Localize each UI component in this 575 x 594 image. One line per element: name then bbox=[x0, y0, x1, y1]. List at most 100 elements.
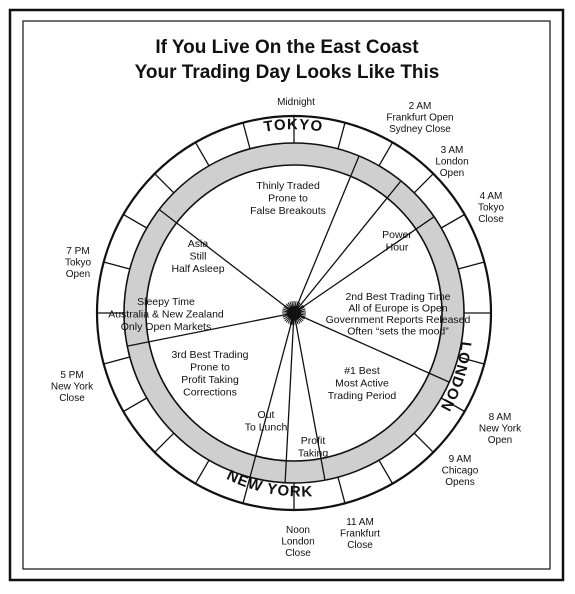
text-line: Out bbox=[258, 409, 275, 421]
gray-band bbox=[124, 143, 464, 483]
text-line: 2nd Best Trading Time bbox=[345, 291, 450, 303]
hour-tick bbox=[440, 397, 465, 413]
text-line: Hour bbox=[386, 242, 409, 254]
time-label-midnight: Midnight bbox=[277, 97, 315, 108]
outer-frame bbox=[8, 8, 565, 582]
hour-tick bbox=[103, 261, 130, 270]
hour-tick bbox=[413, 173, 434, 194]
wedge-spoke bbox=[293, 180, 402, 314]
wedge-spoke bbox=[249, 312, 295, 478]
text-line: Frankfurt bbox=[340, 529, 380, 540]
title-line-2: Your Trading Day Looks Like This bbox=[135, 62, 440, 83]
text-line: Sleepy Time bbox=[137, 296, 195, 308]
text-line: Prone to bbox=[190, 362, 230, 374]
center-dot bbox=[287, 306, 301, 320]
text-line: Most Active bbox=[335, 378, 389, 390]
text-line: Profit bbox=[301, 435, 326, 447]
text-line: Opens bbox=[445, 477, 474, 488]
text-line: False Breakouts bbox=[250, 205, 326, 217]
wedge-spoke bbox=[158, 208, 295, 314]
text-line: 4 AM bbox=[480, 191, 503, 202]
text-line: Open bbox=[66, 269, 90, 280]
hour-ticks bbox=[97, 116, 491, 510]
hour-tick bbox=[440, 213, 465, 229]
text-line: Taking bbox=[298, 448, 329, 460]
text-line: Trading Period bbox=[328, 390, 397, 402]
wedge-spoke bbox=[293, 312, 450, 383]
hour-tick bbox=[242, 477, 251, 504]
hour-tick bbox=[103, 356, 130, 365]
hour-tick bbox=[123, 397, 148, 413]
text-line: 3 AM bbox=[441, 145, 464, 156]
text-line: London bbox=[281, 537, 314, 548]
text-line: 11 AM bbox=[346, 517, 374, 528]
text-line: Midnight bbox=[277, 97, 315, 108]
text-line: Thinly Traded bbox=[256, 180, 320, 192]
text-line: Often “sets the mood” bbox=[347, 326, 449, 338]
wedge-spoke bbox=[293, 312, 326, 481]
text-line: New York bbox=[51, 382, 94, 393]
spokes bbox=[127, 155, 450, 483]
text-line: Close bbox=[478, 214, 504, 225]
text-line: 7 PM bbox=[66, 246, 89, 257]
hour-tick bbox=[154, 173, 175, 194]
hour-tick bbox=[378, 459, 394, 484]
ring-label-tokyo: TOKYO bbox=[263, 116, 325, 135]
hour-tick bbox=[154, 432, 175, 453]
text-line: 2 AM bbox=[409, 101, 432, 112]
text-line: Tokyo bbox=[478, 203, 505, 214]
text-line: Only Open Markets bbox=[121, 321, 211, 333]
hour-tick bbox=[242, 122, 251, 149]
hour-tick bbox=[413, 432, 434, 453]
text-line: #1 Best bbox=[344, 365, 380, 377]
text-line: All of Europe is Open bbox=[348, 303, 447, 315]
text-line: Profit Taking bbox=[181, 374, 239, 386]
text-line: Open bbox=[488, 435, 512, 446]
text-line: Chicago bbox=[442, 466, 479, 477]
hour-tick bbox=[458, 356, 485, 365]
text-line: To Lunch bbox=[245, 422, 288, 434]
title-line-1: If You Live On the East Coast bbox=[155, 37, 419, 58]
text-line: Close bbox=[285, 548, 311, 559]
text-line: Open bbox=[440, 168, 464, 179]
text-line: 8 AM bbox=[489, 412, 512, 423]
hour-tick bbox=[123, 213, 148, 229]
text-line: Power bbox=[382, 229, 412, 241]
text-line: Noon bbox=[286, 525, 310, 536]
hour-tick bbox=[458, 261, 485, 270]
hour-tick bbox=[337, 122, 346, 149]
text-line: 3rd Best Trading bbox=[171, 349, 248, 361]
text-line: Half Asleep bbox=[171, 263, 224, 275]
text-line: Australia & New Zealand bbox=[108, 309, 224, 321]
text-line: Corrections bbox=[183, 387, 237, 399]
text-line: Government Reports Released bbox=[326, 314, 471, 326]
wedge-spoke bbox=[284, 312, 295, 483]
text-line: London bbox=[435, 157, 468, 168]
clock-face bbox=[95, 114, 493, 512]
wedge-spoke bbox=[293, 216, 435, 314]
text-line: Close bbox=[347, 540, 373, 551]
text-line: Asia bbox=[188, 238, 209, 250]
center-burst bbox=[282, 301, 306, 325]
hour-tick bbox=[337, 477, 346, 504]
text-line: Sydney Close bbox=[389, 124, 451, 135]
